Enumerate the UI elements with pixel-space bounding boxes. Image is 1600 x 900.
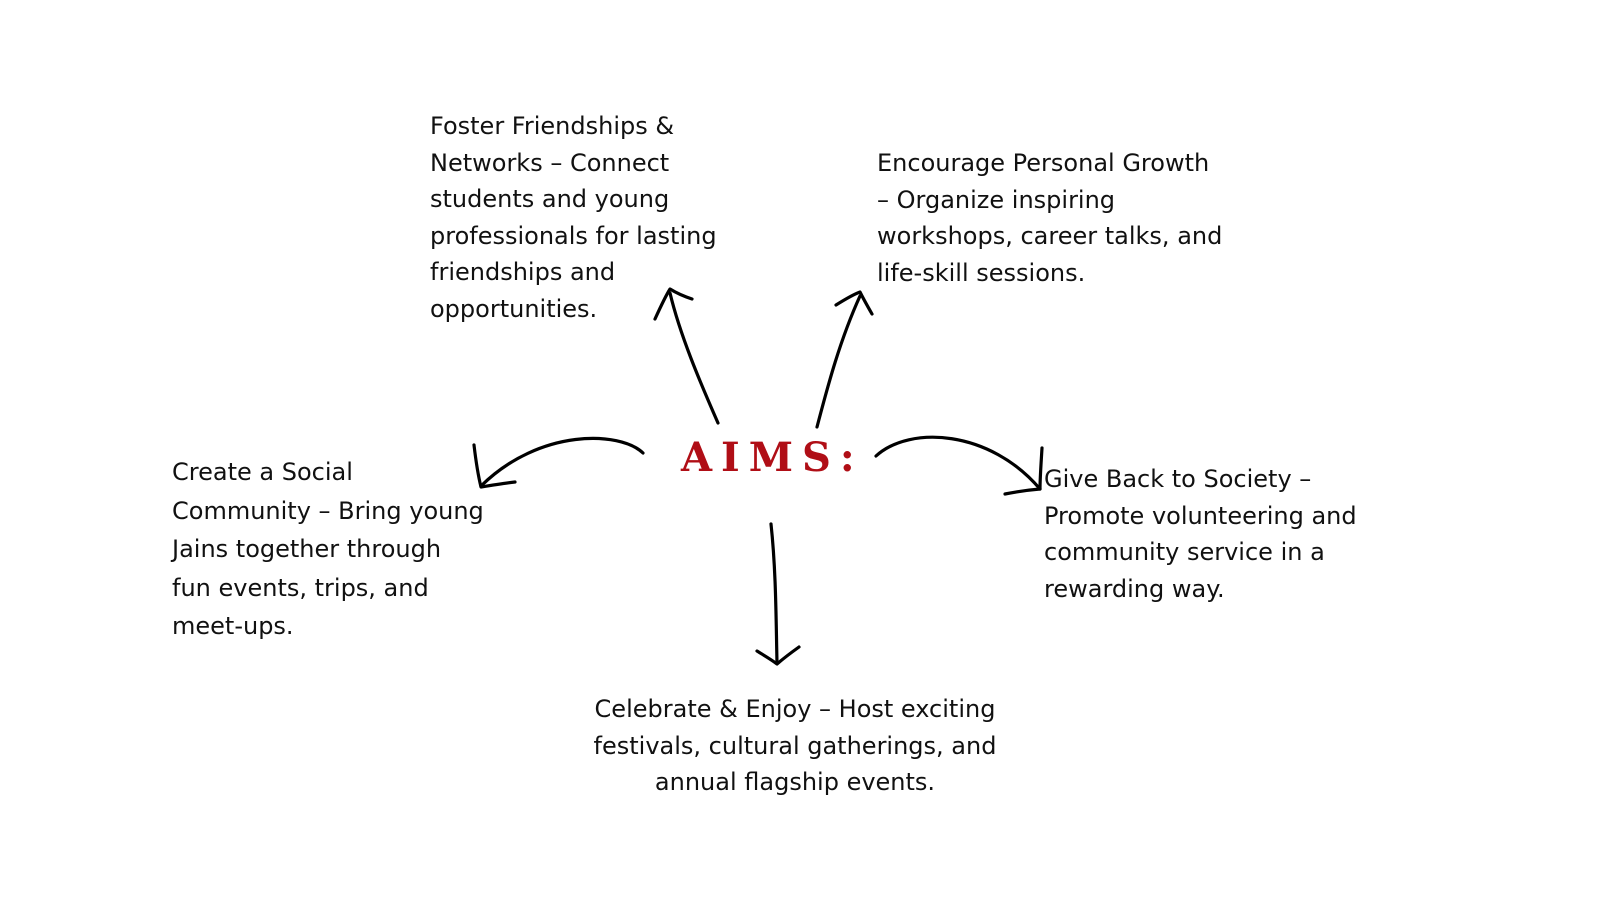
aim-give-back: Give Back to Society – Promote volunteer… <box>1044 465 1357 603</box>
arrowhead-right <box>1003 446 1044 496</box>
arrowhead-down <box>755 645 801 666</box>
arrow-right <box>874 435 1042 491</box>
arrow-up-right <box>815 294 862 429</box>
arrow-up-left <box>668 291 720 425</box>
aim-celebrate-enjoy: Celebrate & Enjoy – Host exciting festiv… <box>593 695 997 796</box>
page-title: AIMS: <box>681 434 864 481</box>
arrowhead-up-left <box>653 287 694 321</box>
aim-foster-friendships: Foster Friendships & Networks – Connect … <box>430 112 717 323</box>
arrow-down <box>769 522 779 665</box>
arrowhead-left <box>472 443 517 489</box>
arrow-left <box>479 436 645 488</box>
aim-social-community: Create a Social Community – Bring young … <box>172 458 484 640</box>
arrowhead-up-right <box>834 290 874 316</box>
aim-personal-growth: Encourage Personal Growth – Organize ins… <box>877 149 1223 287</box>
